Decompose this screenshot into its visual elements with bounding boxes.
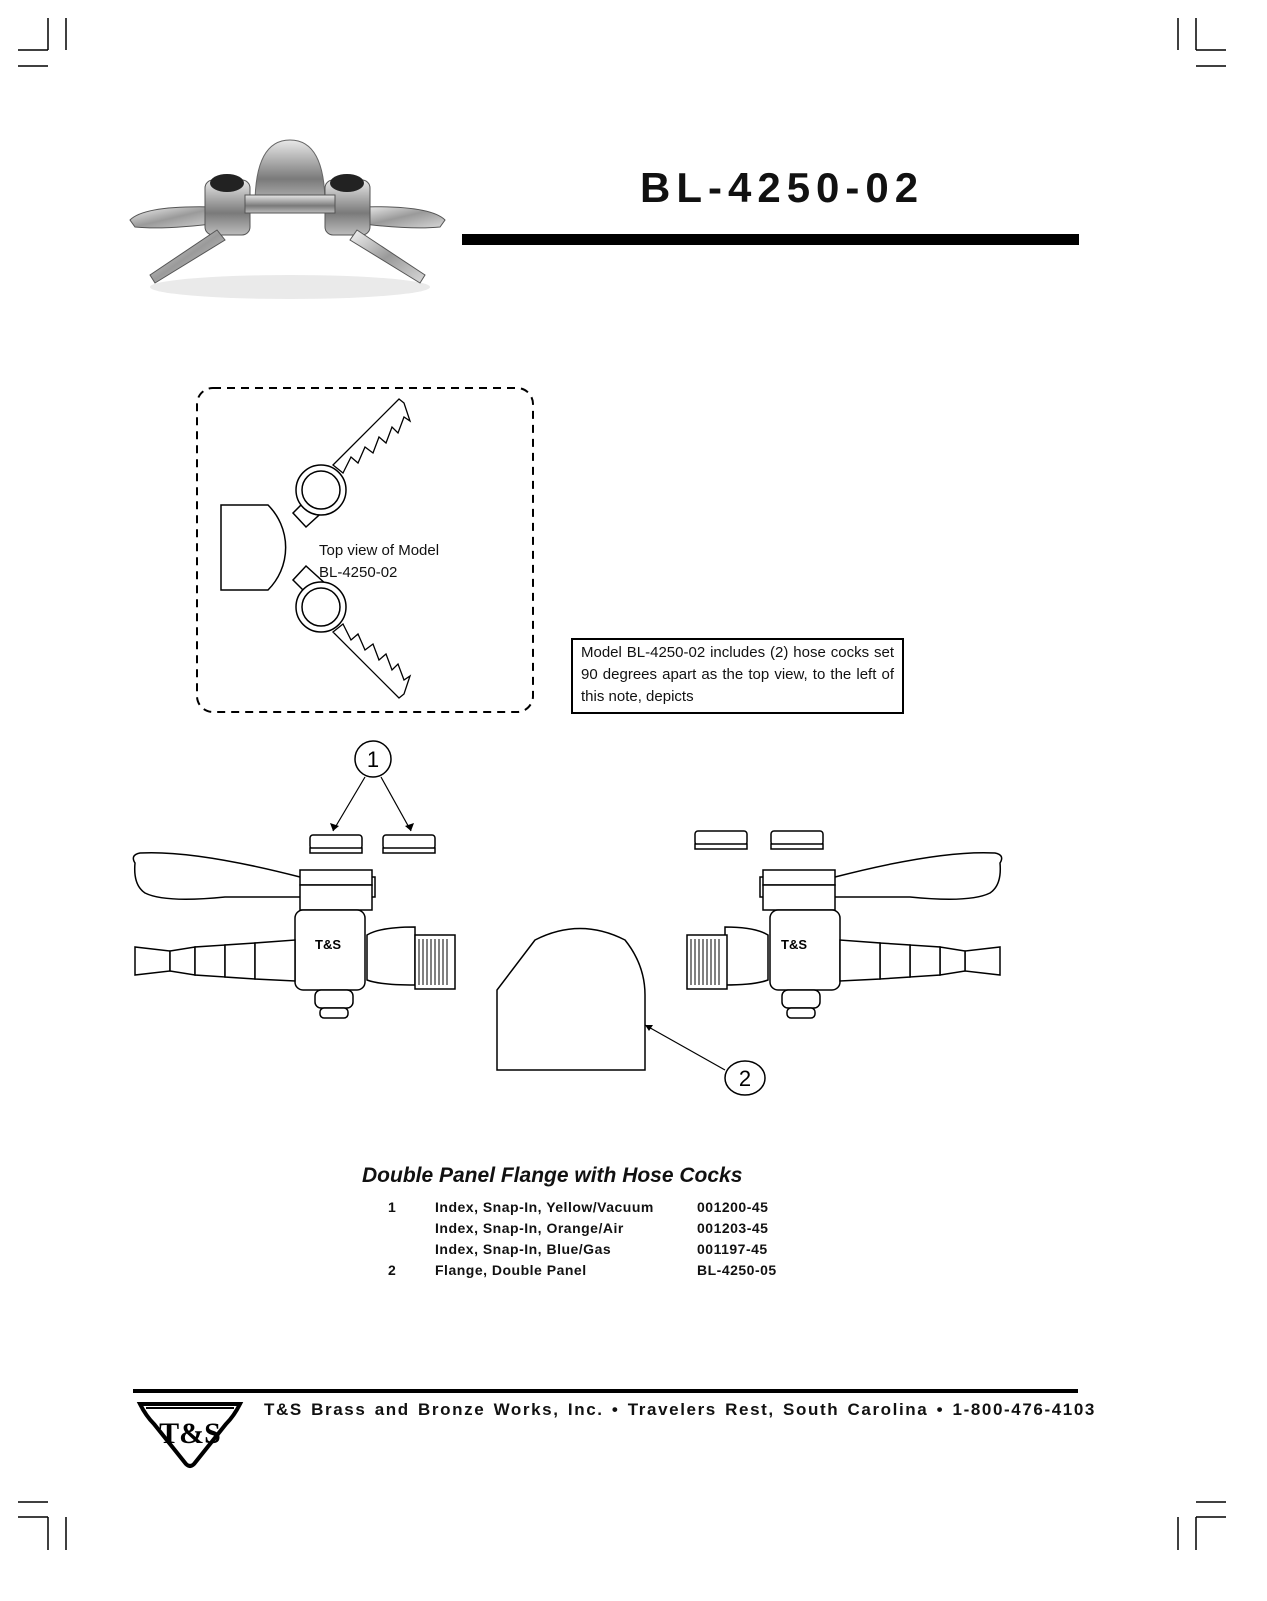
logo-text: T&S <box>159 1417 221 1450</box>
item-part-number: BL-4250-05 <box>697 1261 777 1278</box>
item-part-number: 001200-45 <box>697 1198 769 1215</box>
item-description: Index, Snap-In, Blue/Gas <box>435 1240 612 1257</box>
item-part-number: 001197-45 <box>697 1240 768 1257</box>
left-valve-marking: T&S <box>315 937 341 952</box>
item-description: Index, Snap-In, Yellow/Vacuum <box>435 1198 654 1215</box>
table-row: 2 Flange, Double Panel BL-4250-05 <box>378 1259 817 1280</box>
right-hose-cock <box>686 851 1003 1019</box>
exploded-view-drawing: 1 T&S 2 <box>132 740 1003 1096</box>
flange-double-panel: 2 <box>496 927 766 1096</box>
top-view-label: Top view of Model BL-4250-02 <box>319 540 479 584</box>
index-caps <box>309 830 824 854</box>
right-thread-lines <box>690 939 720 985</box>
top-view-label-line2: BL-4250-02 <box>319 564 398 581</box>
item-number <box>378 1217 435 1238</box>
top-view-drawing <box>196 387 534 713</box>
item-description: Index, Snap-In, Orange/Air <box>435 1219 624 1236</box>
item-number: 2 <box>388 1261 397 1278</box>
model-title: BL-4250-02 <box>640 164 925 211</box>
note-box: Model BL-4250-02 includes (2) hose cocks… <box>571 638 904 714</box>
item-number <box>378 1238 435 1259</box>
left-thread-lines <box>418 939 448 985</box>
left-hose-cock <box>132 851 456 1019</box>
item-part-number: 001203-45 <box>697 1219 769 1236</box>
table-row: 1 Index, Snap-In, Yellow/Vacuum 001200-4… <box>378 1196 817 1217</box>
callout-1-label: 1 <box>367 747 379 772</box>
table-row: Index, Snap-In, Blue/Gas 001197-45 <box>378 1238 817 1259</box>
title-underline <box>462 234 1079 245</box>
product-photo <box>129 139 446 299</box>
footer-company-line: T&S Brass and Bronze Works, Inc. • Trave… <box>264 1400 1096 1419</box>
item-number: 1 <box>388 1198 397 1215</box>
item-description: Flange, Double Panel <box>435 1261 587 1278</box>
top-view-label-line1: Top view of Model <box>319 542 440 559</box>
right-valve-marking: T&S <box>781 937 807 952</box>
table-row: Index, Snap-In, Orange/Air 001203-45 <box>378 1217 817 1238</box>
parts-table: 1 Index, Snap-In, Yellow/Vacuum 001200-4… <box>378 1196 817 1280</box>
callout-1: 1 <box>330 740 414 832</box>
callout-2-label: 2 <box>739 1066 751 1091</box>
company-logo: T&S <box>136 1402 244 1468</box>
parts-heading: Double Panel Flange with Hose Cocks <box>362 1164 743 1187</box>
footer-rule <box>133 1389 1078 1393</box>
